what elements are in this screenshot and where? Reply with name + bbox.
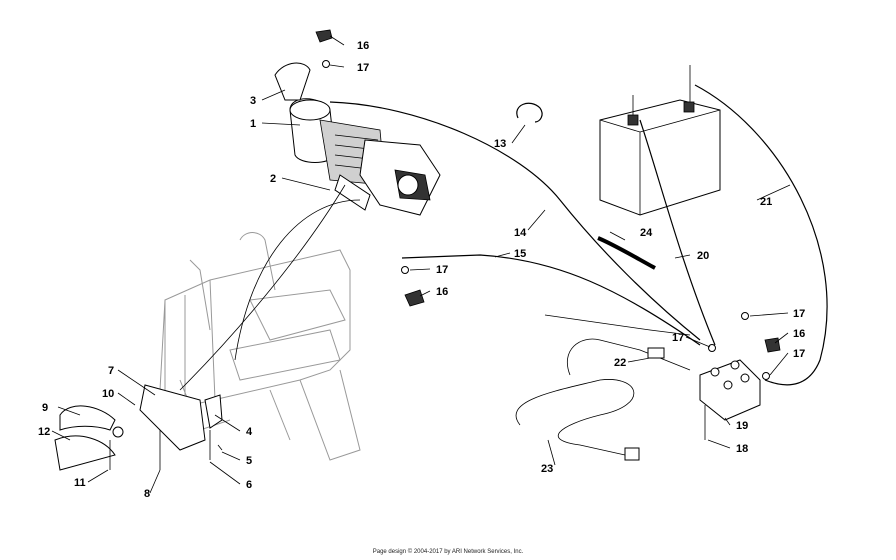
callout-16-top: 16	[357, 40, 369, 52]
callout-17-top: 17	[357, 62, 369, 74]
callout-24: 24	[640, 227, 653, 239]
solenoid	[699, 359, 761, 440]
callout-5: 5	[246, 455, 252, 467]
callout-10: 10	[102, 388, 114, 400]
winch-cover	[274, 62, 311, 101]
callout-22: 22	[614, 357, 626, 369]
callout-17-right-a: 17	[793, 308, 805, 320]
callout-3: 3	[250, 95, 256, 107]
cable-2b	[179, 184, 346, 391]
callout-11: 11	[74, 477, 86, 489]
callout-21: 21	[760, 196, 772, 208]
nut-right-c	[762, 372, 770, 380]
callout-9: 9	[42, 402, 48, 414]
cable-21	[694, 84, 828, 386]
nut-right-a	[741, 312, 749, 320]
harness-22	[567, 338, 691, 376]
callout-18: 18	[736, 443, 748, 455]
callout-12: 12	[38, 426, 50, 438]
nut-mid	[401, 266, 409, 274]
callout-17-mid: 17	[436, 264, 448, 276]
callout-14: 14	[514, 227, 527, 239]
terminal-cap-right	[764, 337, 781, 353]
callout-16-mid: 16	[436, 286, 448, 298]
callout-2: 2	[270, 173, 276, 185]
winch-assembly	[289, 98, 441, 216]
callout-20: 20	[697, 250, 709, 262]
connector-22	[647, 347, 665, 359]
wire-loom	[597, 236, 656, 270]
handlebar-controls	[54, 384, 223, 471]
cable-clip	[516, 102, 543, 123]
callout-15: 15	[514, 248, 526, 260]
cable-2	[234, 199, 361, 361]
callout-7: 7	[108, 365, 114, 377]
ground-cable	[544, 314, 691, 336]
harness-23	[515, 379, 635, 456]
terminal-cap-mid	[404, 289, 425, 307]
callout-6: 6	[246, 479, 252, 491]
callout-4: 4	[246, 426, 253, 438]
callout-13: 13	[494, 138, 506, 150]
callout-8: 8	[144, 488, 150, 500]
callout-17-right-c: 17	[793, 348, 805, 360]
nut-top	[322, 60, 330, 68]
callout-23: 23	[541, 463, 553, 475]
callout-1: 1	[250, 118, 256, 130]
battery	[599, 65, 721, 216]
terminal-cap-top	[315, 29, 333, 43]
callout-labels: 16 17 3 1 2 13 14 24 20 21 15 17 16 17 1…	[38, 40, 805, 500]
cable-14	[329, 101, 701, 341]
nut-right-b	[708, 344, 716, 352]
leader-lines	[51, 35, 791, 494]
callout-19: 19	[736, 420, 748, 432]
callout-17-right-b: 17	[672, 332, 684, 344]
cable-20	[639, 119, 716, 346]
connector-23	[624, 447, 640, 461]
callout-16-right: 16	[793, 328, 805, 340]
copyright-footer: Page design © 2004-2017 by ARI Network S…	[372, 549, 524, 555]
